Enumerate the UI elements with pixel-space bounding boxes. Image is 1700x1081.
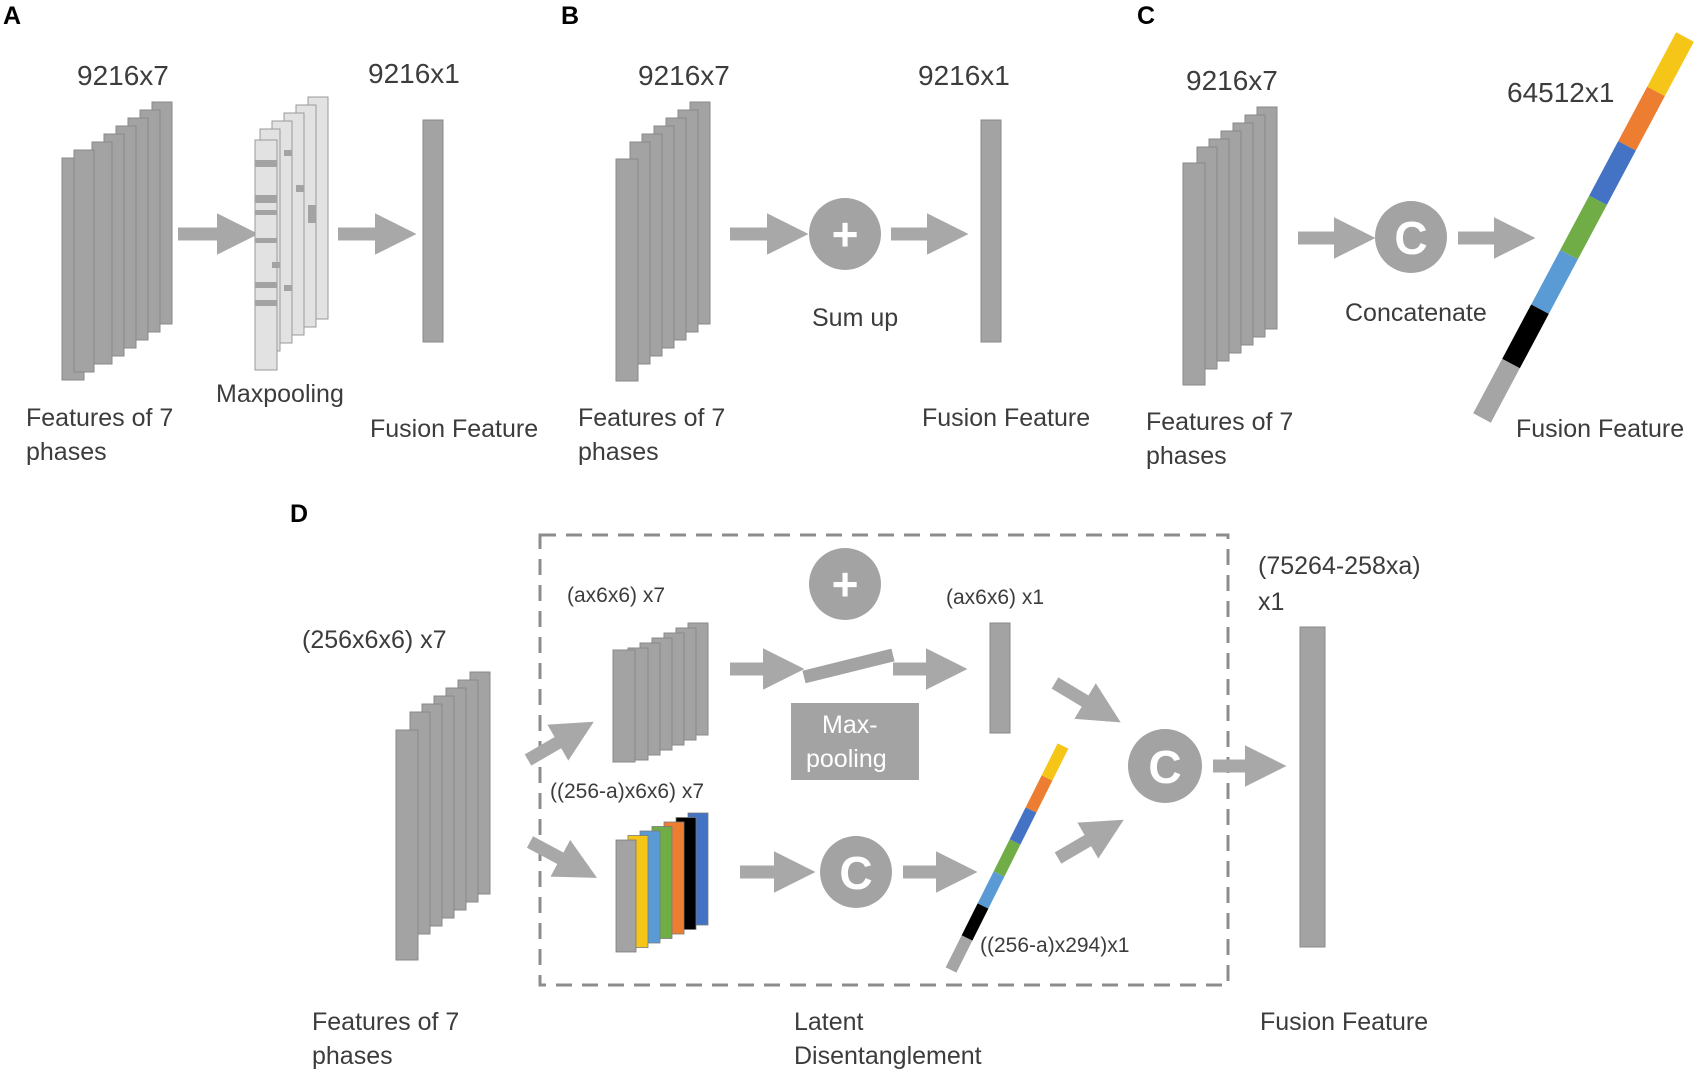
colored-feature-layer (615, 839, 637, 953)
panel-d-input-caption-1: Features of 7 (312, 1008, 460, 1036)
panel-b-output-dim: 9216x1 (918, 60, 1010, 91)
panel-a-op-label: Maxpooling (216, 380, 344, 408)
maxpooling-box (791, 703, 919, 780)
lower-concat-symbol: C (839, 847, 872, 899)
panel-c-output-dim: 64512x1 (1507, 77, 1615, 108)
panel-d-bar-segment (1009, 807, 1037, 845)
panel-b-input-dim: 9216x7 (638, 60, 730, 91)
panel-d-output-caption: Fusion Feature (1260, 1008, 1429, 1036)
plus-circle: + (809, 548, 881, 620)
panel-a-input-caption-2: phases (26, 438, 107, 466)
panel-c-input-stack (1182, 106, 1278, 386)
panel-letter-c: C (1137, 2, 1156, 30)
tilted-fusion-bar (802, 648, 895, 684)
lower-concat-circle: C (820, 836, 892, 908)
final-concat-circle: C (1128, 729, 1202, 803)
panel-b: + (615, 101, 1002, 382)
sum-symbol: + (832, 208, 859, 260)
lower-colored-stack (615, 812, 709, 953)
panel-d-mid-caption-2: Disentanglement (794, 1042, 982, 1070)
panel-d-output-dim-2: x1 (1258, 588, 1285, 616)
panel-c-bar-segment (1647, 32, 1694, 97)
panel-d-upper-out-dim: (ax6x6) x1 (946, 586, 1045, 609)
panel-a-output-dim: 9216x1 (368, 58, 460, 89)
panel-d-bar-segment (977, 871, 1005, 909)
arrow-d-split-down (526, 836, 598, 878)
panel-letter-d: D (290, 500, 309, 528)
arrow-d-merge-lower (1054, 819, 1124, 864)
panel-d-output-bar (1299, 626, 1326, 948)
panel-c-output-caption: Fusion Feature (1516, 415, 1685, 443)
panel-b-op-label: Sum up (812, 304, 899, 332)
panel-d-output-dim-1: (75264-258xa) (1258, 552, 1421, 580)
panel-d-mid-caption-1: Latent (794, 1008, 864, 1036)
panel-b-output-bar (980, 119, 1002, 343)
panel-c-fusion-bar (1473, 32, 1694, 423)
panel-b-input-caption-2: phases (578, 438, 659, 466)
panel-a-input-caption-1: Features of 7 (26, 404, 174, 432)
panel-b-input-caption-1: Features of 7 (578, 404, 726, 432)
concat-symbol: C (1394, 212, 1427, 264)
upper-feature-stack (612, 622, 709, 763)
panel-d: + C C (395, 533, 1326, 987)
panel-c-op-label: Concatenate (1345, 299, 1487, 327)
panel-letter-a: A (3, 2, 22, 30)
panel-c-bar-segment (1589, 141, 1636, 205)
panel-c-bar-segment (1560, 195, 1607, 260)
panel-d-bar-segment (993, 839, 1021, 877)
arrow-d-split-up (524, 721, 594, 766)
panel-c-input-caption-1: Features of 7 (1146, 408, 1294, 436)
upper-output-bar (989, 622, 1011, 734)
panel-d-lower-out-dim: ((256-a)x294)x1 (980, 934, 1130, 957)
lower-fusion-bar (945, 743, 1069, 973)
panel-d-bar-segment (1025, 775, 1053, 813)
panel-c-bar-segment (1502, 304, 1549, 369)
panel-d-bar-segment (945, 935, 973, 973)
panel-letter-b: B (561, 2, 580, 30)
concat-circle: C (1375, 201, 1447, 273)
panel-c: C (1182, 32, 1694, 423)
panel-a-maxpool-stack (254, 96, 329, 371)
panel-a-input-dim: 9216x7 (77, 60, 169, 91)
panel-a (61, 96, 444, 381)
plus-symbol: + (832, 558, 859, 610)
panel-c-input-dim: 9216x7 (1186, 65, 1278, 96)
final-concat-symbol: C (1148, 741, 1181, 793)
panel-c-bar-segment (1473, 358, 1520, 423)
panel-a-output-caption: Fusion Feature (370, 415, 539, 443)
panel-c-bar-segment (1531, 250, 1578, 314)
arrow-d-merge-upper (1051, 677, 1121, 723)
panel-d-bar-segment (1041, 743, 1069, 781)
maxpool-label-2: pooling (806, 745, 887, 773)
panel-b-input-stack (615, 101, 711, 382)
panel-d-input-caption-2: phases (312, 1042, 393, 1070)
panel-b-output-caption: Fusion Feature (922, 404, 1091, 432)
panel-d-upper-dim: (ax6x6) x7 (567, 584, 666, 607)
panel-a-output-bar (422, 119, 444, 343)
panel-d-input-dim: (256x6x6) x7 (302, 626, 447, 654)
panel-c-bar-segment (1618, 86, 1665, 151)
panel-d-bar-segment (961, 903, 989, 941)
sum-circle: + (809, 198, 881, 270)
panel-d-lower-dim: ((256-a)x6x6) x7 (550, 780, 705, 803)
panel-d-input-stack (395, 671, 491, 961)
panel-a-input-stack (61, 101, 173, 381)
maxpool-label-1: Max- (822, 711, 878, 739)
panel-c-input-caption-2: phases (1146, 442, 1227, 470)
